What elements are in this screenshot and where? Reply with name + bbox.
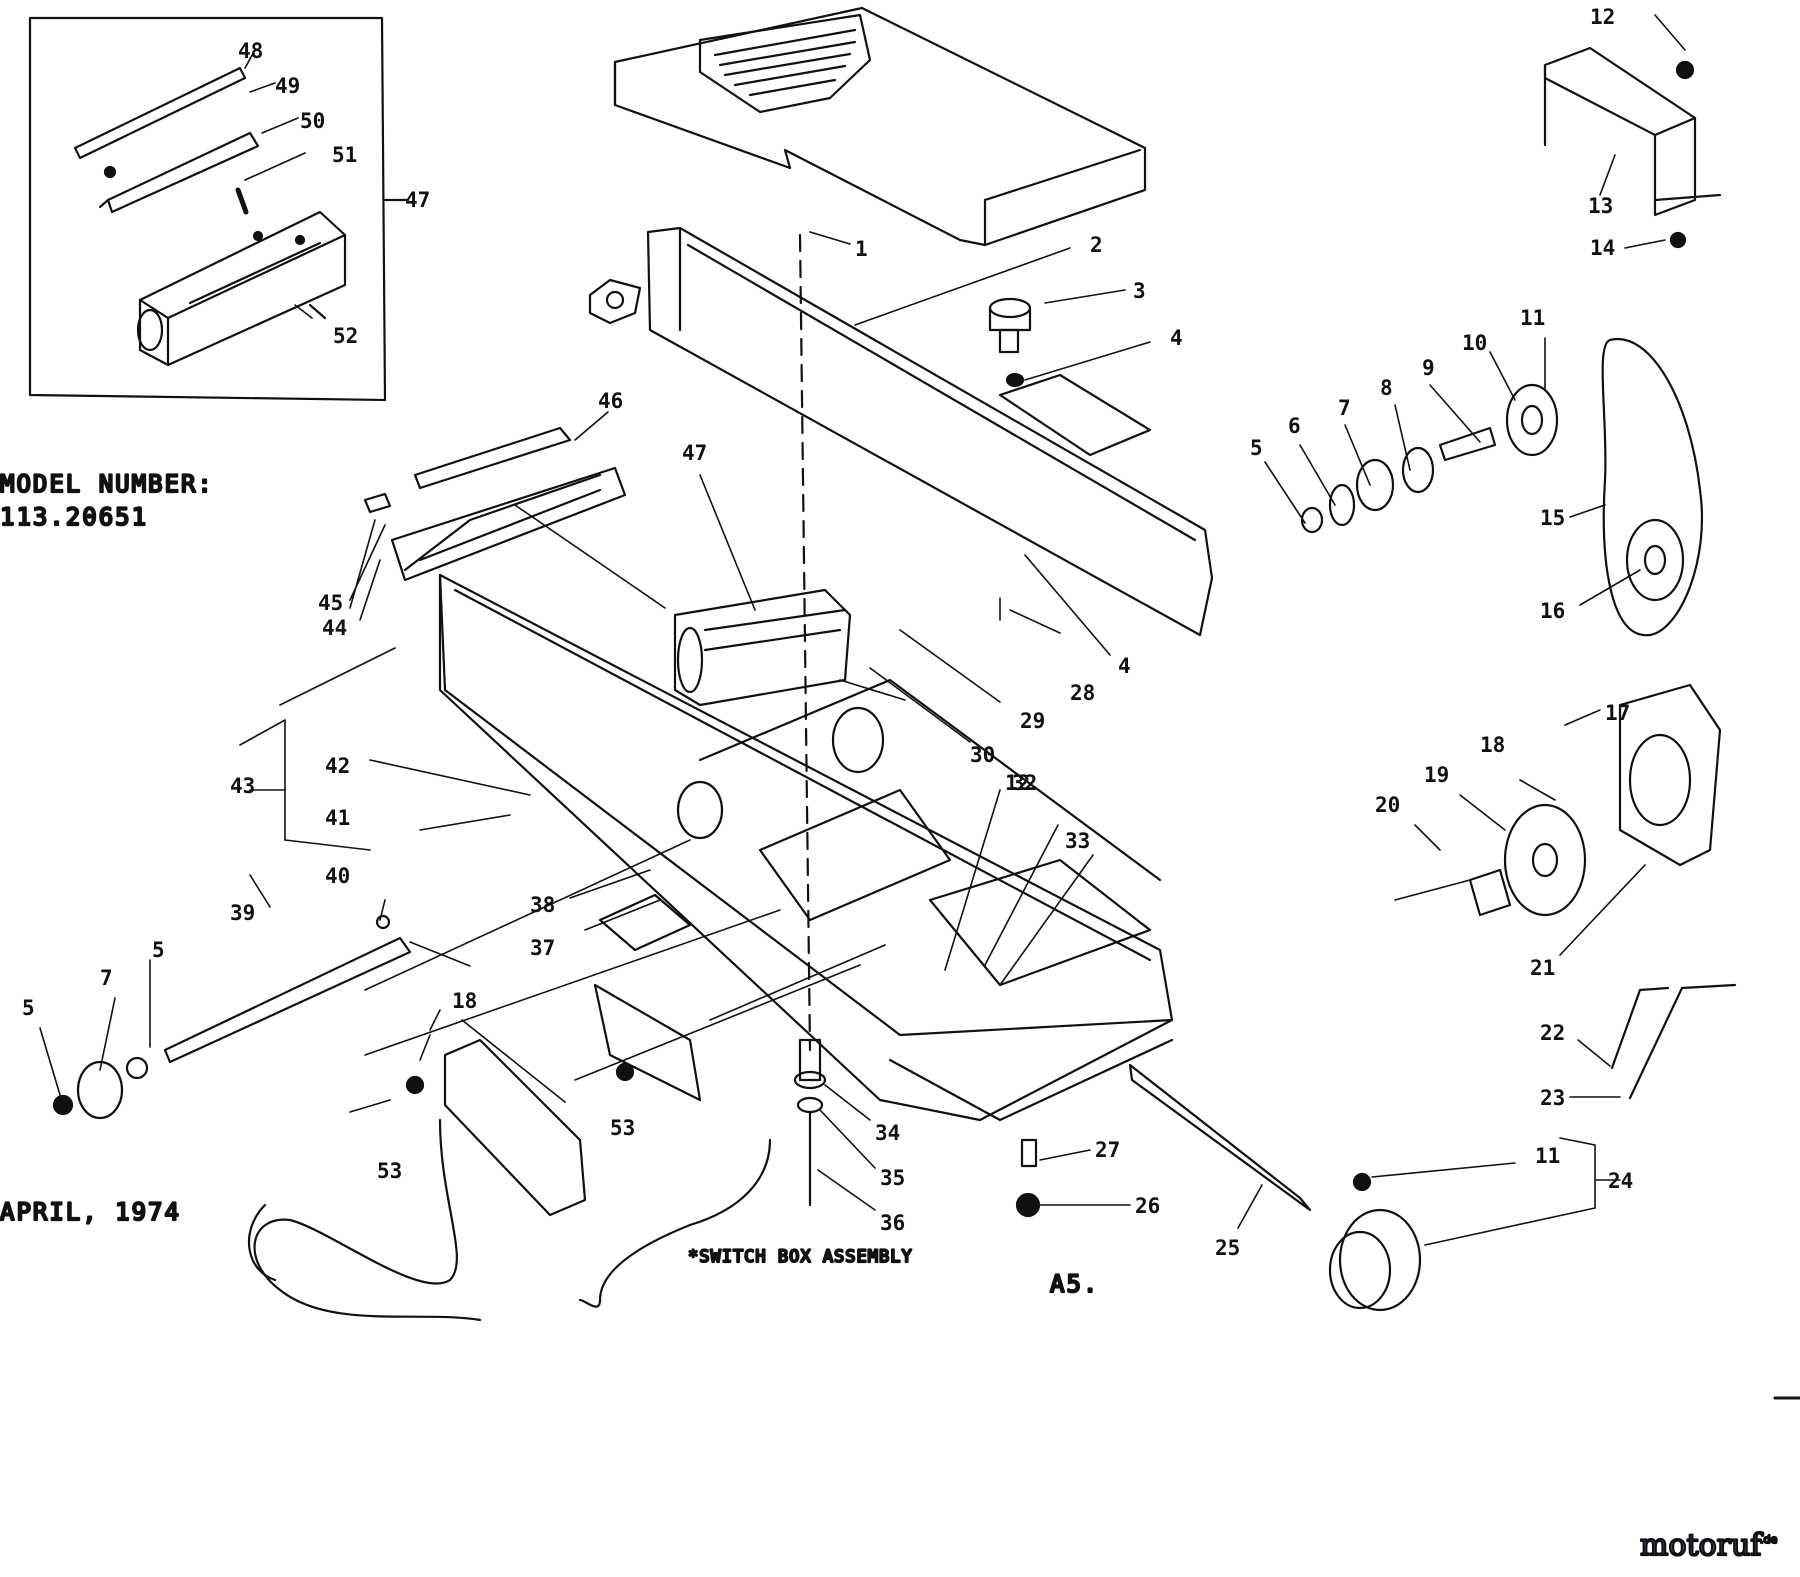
callout-label: 4	[1118, 654, 1131, 678]
callout-label: 46	[598, 389, 623, 413]
callout-label: 26	[1135, 1194, 1160, 1218]
cutterhead-inset	[28, 16, 410, 402]
callout-label: 33	[1065, 829, 1090, 853]
callout-label: 9	[1422, 356, 1435, 380]
leader-lines	[39, 14, 1686, 1246]
callout-label: 34	[875, 1121, 900, 1145]
callout-label: 22	[1540, 1021, 1565, 1045]
callout-label: 43	[230, 774, 255, 798]
callout-label: 38	[530, 893, 555, 917]
callout-label: 4	[1170, 326, 1183, 350]
callout-label: 13	[1588, 194, 1613, 218]
belt-cover	[1468, 683, 1722, 917]
crank-handle	[1328, 1172, 1422, 1312]
watermark-logo: motoruf	[1640, 1528, 1763, 1563]
callout-label: 7	[100, 966, 113, 990]
drive-belt	[1601, 337, 1704, 637]
callout-label: 2	[1090, 233, 1103, 257]
callout-label: 8	[1380, 376, 1393, 400]
callout-label: 37	[530, 936, 555, 960]
callout-label: 25	[1215, 1236, 1240, 1260]
callout-label: 11	[1535, 1144, 1560, 1168]
model-number-value: 113.20651	[0, 503, 148, 531]
callout-label: 30	[970, 743, 995, 767]
watermark-suffix: .de	[1760, 1533, 1777, 1546]
shaft	[52, 914, 412, 1120]
fence-knob	[988, 297, 1152, 457]
motor-pulley-hub	[1643, 544, 1667, 576]
assembly-centerline	[798, 233, 812, 1052]
switch-box-assembly-label: *SWITCH BOX ASSEMBLY	[688, 1247, 913, 1267]
callout-label: 48	[238, 39, 263, 63]
guard-bar	[413, 426, 572, 490]
plate	[598, 893, 692, 952]
callout-label: 53	[610, 1116, 635, 1140]
belt-guard-bracket	[1543, 46, 1722, 249]
callout-label: 12	[1590, 5, 1615, 29]
callout-label: 5	[152, 938, 165, 962]
cutterhead	[673, 588, 852, 707]
callout-label: 1	[855, 237, 868, 261]
switch-box	[405, 983, 702, 1217]
callout-label: 29	[1020, 709, 1045, 733]
callout-label: 3	[1133, 279, 1146, 303]
callout-label: 19	[1424, 763, 1449, 787]
model-number-label: MODEL NUMBER:	[0, 470, 214, 498]
callout-label: 50	[300, 109, 325, 133]
callout-label: 5	[1250, 436, 1263, 460]
callout-label: 52	[333, 324, 358, 348]
callout-label: 14	[1590, 236, 1615, 260]
motor-pulley	[1625, 518, 1685, 602]
callout-label: 42	[325, 754, 350, 778]
switch-box-bracket	[578, 1138, 772, 1308]
callout-label: 53	[377, 1159, 402, 1183]
callout-label: 40	[325, 864, 350, 888]
cord-loop	[247, 1203, 277, 1282]
callout-label: 23	[1540, 1086, 1565, 1110]
elevation-screw	[1128, 1063, 1312, 1212]
callout-label: 47	[682, 441, 707, 465]
callout-label: 20	[1375, 793, 1400, 817]
callout-label: 32	[1012, 771, 1037, 795]
date-label: APRIL, 1974	[0, 1198, 181, 1226]
hex-wrenches	[1610, 983, 1737, 1100]
page-code: A5.	[1050, 1270, 1099, 1298]
callout-label: 24	[1608, 1169, 1633, 1193]
callout-label: 45	[318, 591, 343, 615]
callout-label: 10	[1462, 331, 1487, 355]
callout-label: 21	[1530, 956, 1555, 980]
infeed-table	[363, 466, 627, 582]
callout-label: 51	[332, 143, 357, 167]
fence	[588, 226, 1214, 637]
callout-label: 27	[1095, 1138, 1120, 1162]
outfeed-table	[613, 6, 1147, 247]
callout-label: 49	[275, 74, 300, 98]
callout-label: 11	[1520, 306, 1545, 330]
hardware-bolts	[793, 1038, 1041, 1218]
callout-label: 12	[1005, 771, 1030, 795]
callout-label: 35	[880, 1166, 905, 1190]
planer-base	[438, 573, 1174, 1122]
callout-label: 18	[452, 989, 477, 1013]
callout-label: 41	[325, 806, 350, 830]
callout-label: 7	[1338, 396, 1351, 420]
callout-label: 16	[1540, 599, 1565, 623]
callout-label: 5	[22, 996, 35, 1020]
callout-numbers: 1 2 3 4 4 5 5 5 6 7 7 8 9 10 11 11 12 12…	[22, 5, 1633, 1260]
callout-label: 36	[880, 1211, 905, 1235]
callout-label: 39	[230, 901, 255, 925]
callout-label: 47	[405, 188, 430, 212]
callout-label: 28	[1070, 681, 1095, 705]
callout-label: 44	[322, 616, 347, 640]
power-cord	[253, 1118, 482, 1322]
callout-label: 17	[1605, 701, 1630, 725]
callout-label: 15	[1540, 506, 1565, 530]
callout-label: 18	[1480, 733, 1505, 757]
callout-label: 6	[1288, 414, 1301, 438]
